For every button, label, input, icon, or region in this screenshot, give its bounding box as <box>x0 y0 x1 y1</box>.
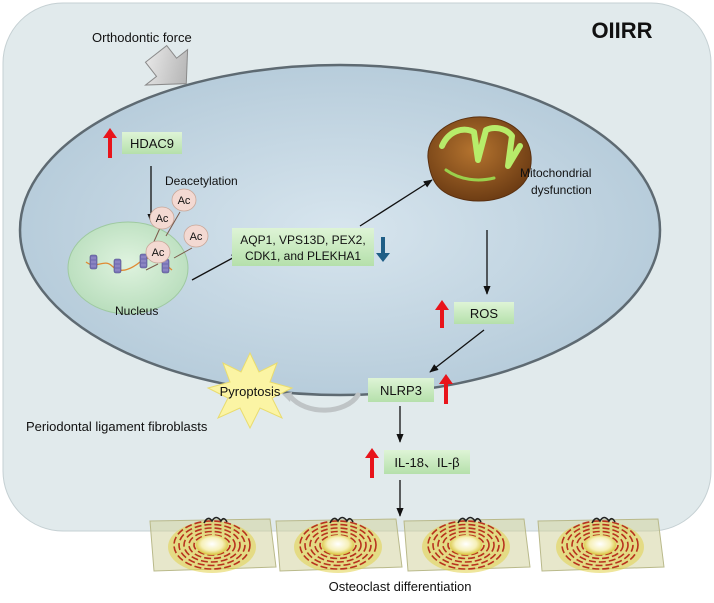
osteoclast-cell-1 <box>149 516 277 573</box>
cytokines-label: IL-18、IL-β <box>394 455 459 470</box>
hdac9-box <box>122 132 182 154</box>
ros-label: ROS <box>470 306 499 321</box>
ros-up-arrow-icon <box>435 300 449 328</box>
ros-box <box>454 302 514 324</box>
acetyl-group-2: Ac <box>165 188 197 237</box>
osteoclast-cell-3 <box>403 516 531 573</box>
svg-text:Ac: Ac <box>152 247 165 259</box>
acetyl-group-3: Ac <box>173 224 209 259</box>
cytokines-up-arrow-icon <box>365 448 379 478</box>
deacetylation-label: Deacetylation <box>165 174 238 188</box>
nucleus-label: Nucleus <box>115 304 158 318</box>
mito-line-1: Mitochondrial <box>520 166 591 180</box>
svg-text:Ac: Ac <box>190 231 203 243</box>
diagram-title: OIIRR <box>591 18 652 43</box>
nlrp3-box <box>368 378 434 402</box>
svg-text:Ac: Ac <box>178 195 191 207</box>
nlrp3-up-arrow-icon <box>439 374 453 404</box>
hdac9-label: HDAC9 <box>130 136 174 151</box>
cell-type-label: Periodontal ligament fibroblasts <box>26 419 208 434</box>
force-arrow-icon <box>143 44 189 86</box>
pyroptosis-burst-icon <box>206 351 294 430</box>
outcome-label: Osteoclast differentiation <box>329 579 472 594</box>
hdac9-up-arrow-icon <box>103 128 117 158</box>
gene-line-1: AQP1, VPS13D, PEX2, <box>240 233 365 247</box>
cytokines-box <box>384 450 470 474</box>
osteoclast-cell-4 <box>537 516 665 573</box>
svg-text:Ac: Ac <box>156 213 169 225</box>
genes-down-arrow-icon <box>376 237 390 262</box>
acetyl-group-4: Ac <box>145 240 171 271</box>
gene-line-2: CDK1, and PLEKHA1 <box>245 249 361 263</box>
chromatin-icon <box>85 253 173 274</box>
pyroptosis-label: Pyroptosis <box>220 384 281 399</box>
nlrp3-label: NLRP3 <box>380 383 422 398</box>
mitochondrion-icon <box>427 116 532 202</box>
pyroptosis-connector <box>287 392 361 413</box>
gene-box <box>232 228 374 266</box>
orthodontic-force-label: Orthodontic force <box>92 30 192 45</box>
osteoclast-cell-2 <box>275 516 403 573</box>
mito-line-2: dysfunction <box>531 183 592 197</box>
